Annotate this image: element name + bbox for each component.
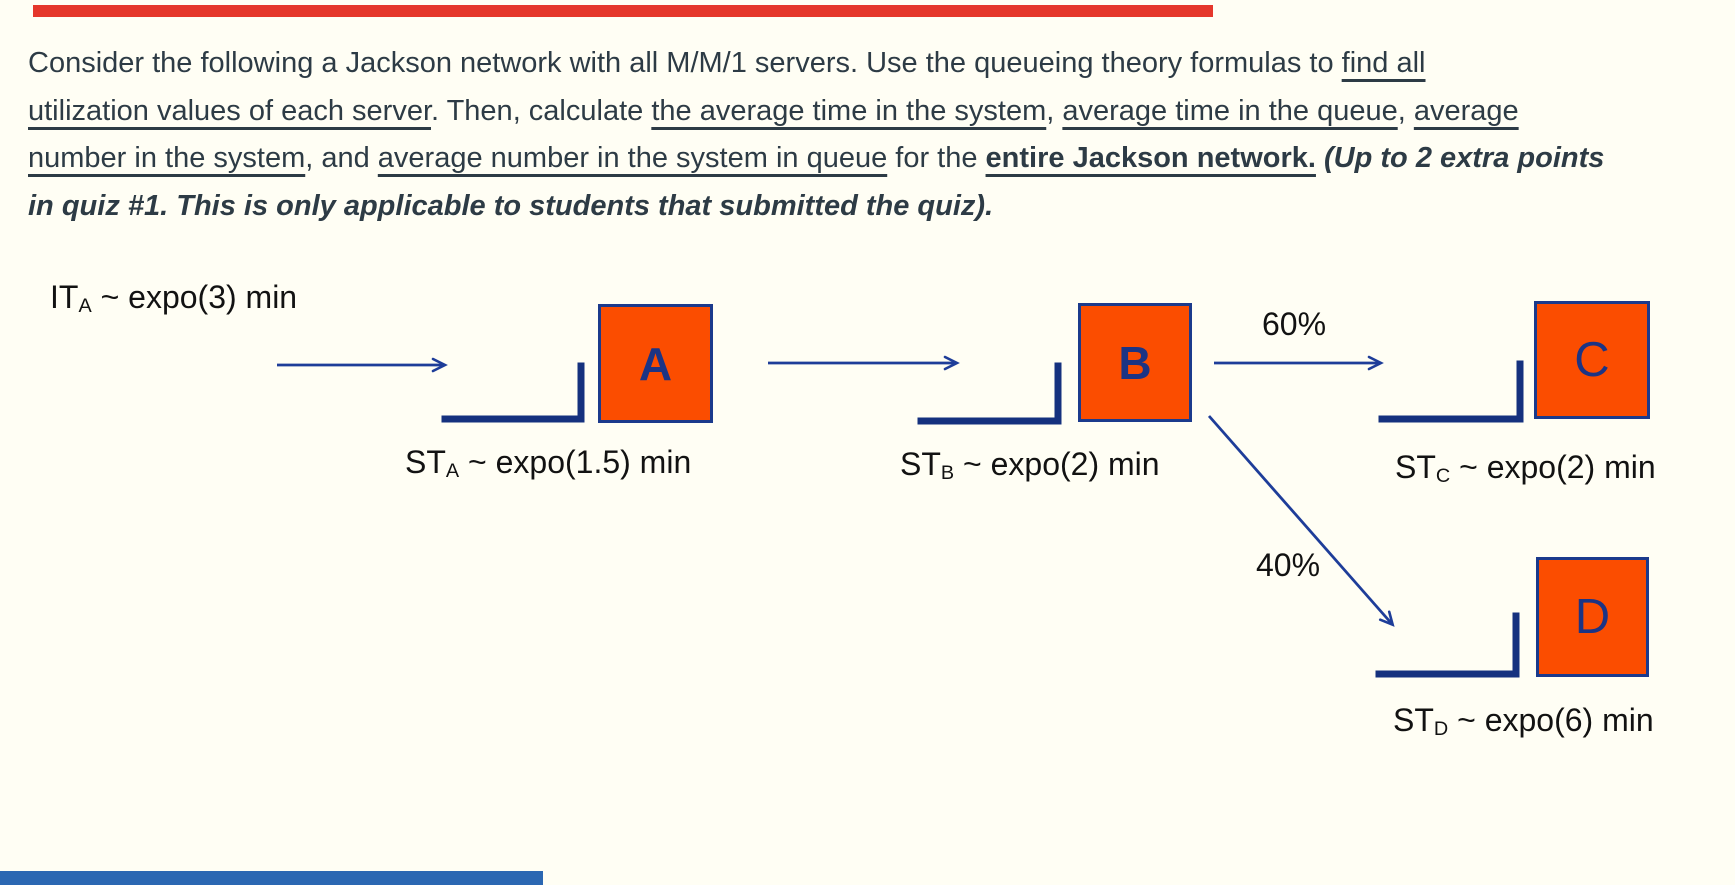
service-time-b-label: STB ~ expo(2) min bbox=[900, 446, 1160, 484]
branch-probability-60-label: 60% bbox=[1262, 306, 1327, 342]
queue-b-icon bbox=[917, 362, 1062, 425]
top-red-bar bbox=[33, 5, 1213, 17]
service-time-d-label: STD ~ expo(6) min bbox=[1393, 702, 1654, 740]
service-time-c-label: STC ~ expo(2) min bbox=[1395, 449, 1656, 487]
problem-statement: Consider the following a Jackson network… bbox=[28, 47, 1605, 222]
queue-d-icon bbox=[1375, 612, 1520, 678]
server-d-box: D bbox=[1536, 557, 1649, 677]
bottom-blue-bar bbox=[0, 871, 543, 885]
server-a-box: A bbox=[598, 304, 713, 423]
server-c-box: C bbox=[1534, 301, 1650, 419]
server-c-letter: C bbox=[1574, 332, 1610, 387]
service-time-a-label: STA ~ expo(1.5) min bbox=[405, 444, 692, 482]
server-b-letter: B bbox=[1118, 336, 1152, 389]
queue-c-icon bbox=[1378, 360, 1524, 423]
interarrival-time-label: ITA ~ expo(3) min bbox=[50, 279, 298, 317]
server-a-letter: A bbox=[638, 337, 673, 390]
server-d-letter: D bbox=[1574, 589, 1611, 644]
arrow-b-to-d bbox=[1207, 415, 1395, 627]
queue-a-icon bbox=[441, 362, 585, 423]
server-b-box: B bbox=[1078, 303, 1192, 422]
branch-probability-40-label: 40% bbox=[1256, 547, 1321, 583]
